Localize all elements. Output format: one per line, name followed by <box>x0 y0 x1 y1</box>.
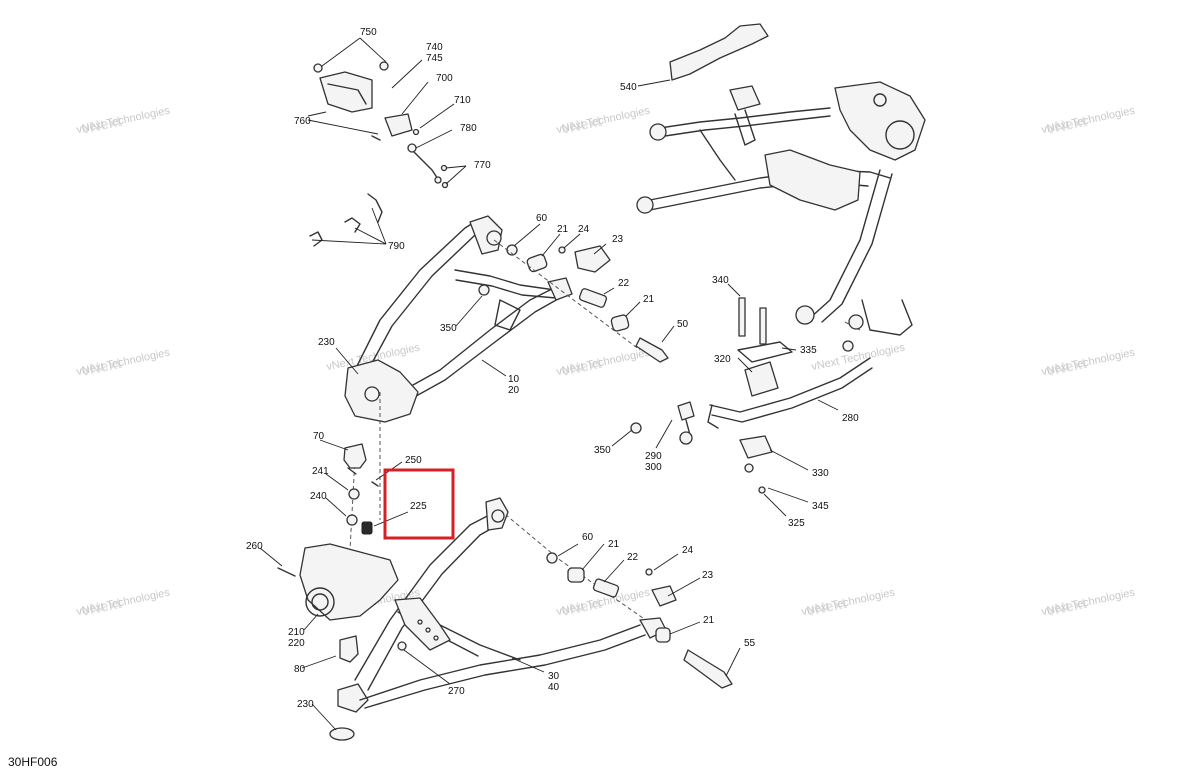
callout-60-upper: 60 <box>536 213 548 224</box>
callout-350-upper: 350 <box>440 323 457 334</box>
callout-230-lower: 230 <box>297 699 314 710</box>
figure-code: 30HF006 <box>8 755 58 769</box>
callout-30: 30 <box>548 671 560 682</box>
callout-710: 710 <box>454 95 471 106</box>
callout-21-upper-a: 21 <box>557 224 569 235</box>
callout-21-upper-b: 21 <box>643 294 655 305</box>
callout-335: 335 <box>800 345 817 356</box>
callout-225: 225 <box>410 501 427 512</box>
callout-325: 325 <box>788 518 805 529</box>
rear-frame-assembly <box>636 23 926 325</box>
callout-24-upper: 24 <box>578 224 590 235</box>
callout-300: 300 <box>645 462 662 473</box>
callout-21-lower-a: 21 <box>608 539 620 550</box>
callout-22-upper: 22 <box>618 278 630 289</box>
upper-a-arm <box>344 215 573 423</box>
callout-270: 270 <box>448 686 465 697</box>
callout-210: 210 <box>288 627 305 638</box>
callout-21-lower-b: 21 <box>703 615 715 626</box>
callout-241: 241 <box>312 466 329 477</box>
callout-760: 760 <box>294 116 311 127</box>
callout-70: 70 <box>313 431 325 442</box>
callout-340: 340 <box>712 275 729 286</box>
callout-240: 240 <box>310 491 327 502</box>
knuckle-assembly <box>277 443 399 741</box>
lower-a-arm <box>354 497 667 709</box>
callout-330: 330 <box>812 468 829 479</box>
callout-260: 260 <box>246 541 263 552</box>
callout-23-lower: 23 <box>702 570 714 581</box>
callout-220: 220 <box>288 638 305 649</box>
callout-labels: 750 740 745 700 710 760 780 770 790 540 … <box>246 27 859 710</box>
callout-770: 770 <box>474 160 491 171</box>
callout-750: 750 <box>360 27 377 38</box>
stabilizer-bar <box>630 297 913 494</box>
callout-290: 290 <box>645 451 662 462</box>
highlight-box-part-225 <box>383 468 455 540</box>
callout-745: 745 <box>426 53 443 64</box>
callout-60-lower: 60 <box>582 532 594 543</box>
callout-540: 540 <box>620 82 637 93</box>
callout-700: 700 <box>436 73 453 84</box>
callout-22-lower: 22 <box>627 552 639 563</box>
upper-arm-hardware <box>506 244 669 363</box>
callout-24-lower: 24 <box>682 545 694 556</box>
callout-23-upper: 23 <box>612 234 624 245</box>
callout-350-lower: 350 <box>594 445 611 456</box>
callout-20: 20 <box>508 385 520 396</box>
callout-320: 320 <box>714 354 731 365</box>
callout-50: 50 <box>677 319 689 330</box>
callout-40: 40 <box>548 682 560 693</box>
callout-780: 780 <box>460 123 477 134</box>
callout-80: 80 <box>294 664 306 675</box>
callout-790: 790 <box>388 241 405 252</box>
lower-arm-hardware <box>546 552 733 689</box>
callout-10: 10 <box>508 374 520 385</box>
callout-740: 740 <box>426 42 443 53</box>
sensor-bracket-assembly <box>309 61 449 247</box>
callout-280: 280 <box>842 413 859 424</box>
callout-345: 345 <box>812 501 829 512</box>
callout-55: 55 <box>744 638 756 649</box>
watermark-text: vNext Technologies <box>810 342 906 374</box>
callout-250: 250 <box>405 455 422 466</box>
callout-230-upper: 230 <box>318 337 335 348</box>
